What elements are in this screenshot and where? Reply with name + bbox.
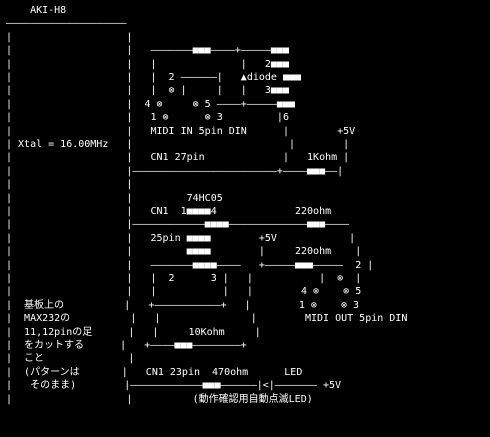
diagram-row: | 11,12pinの足 | | 10Kohm | (6, 326, 261, 338)
diagram-row: | |――――――――――――■■■■―――――――――――――■■■―――― (6, 219, 350, 231)
diagram-row: | 基板上の | +―――――――――――+ | 1 ⊗ ⊗ 3 (6, 299, 360, 311)
diagram-row: | をカットする | +――――■■■――――――――+ (6, 340, 247, 351)
diagram-row: | こと | (6, 353, 135, 365)
diagram-row: | | 4 ⊗ ⊗ 5 ――――+―――――■■■ (6, 98, 295, 110)
diagram-row: | そのまま) |――――――――――――■■■――――――|<|―――――――… (6, 380, 342, 392)
diagram-row: | | ■■■■ | 220ohm | (6, 246, 362, 258)
diagram-row: | MAX232の | | | MIDI OUT 5pin DIN (6, 313, 408, 325)
diagram-row: | | 74HC05 (6, 192, 223, 204)
diagram-row: | | | | | 4 ⊗ ⊗ 5 (6, 286, 362, 298)
diagram-row: | Xtal = 16.00MHz | | | (6, 139, 350, 150)
diagram-row: AKI-H8 (6, 5, 67, 16)
diagram-row: | | (6, 31, 133, 43)
diagram-row: | | 1 ⊗ ⊗ 3 |6 (6, 112, 289, 124)
diagram-row: | | (動作確認用自動点滅LED) (6, 393, 313, 405)
diagram-row: | | | | 2■■■ (6, 58, 289, 70)
diagram-row: | | ―――――――■■■■―――― +―――――■■■――――― 2 | (6, 259, 374, 271)
diagram-row: | | MIDI IN 5pin DIN | +5V (6, 125, 356, 137)
diagram-row: | | | 2 3 | | | ⊗ | (6, 273, 362, 284)
diagram-row: | | (6, 179, 133, 191)
diagram-row: | |――――――――――――――――――――――――+――――■■■――| (6, 165, 344, 177)
diagram-row: ―――――――――――――――――――― (6, 18, 127, 30)
diagram-row: | | | ⊗ | | | 3■■■ (6, 85, 289, 97)
diagram-row: | | 25pin ■■■■ +5V | (6, 232, 356, 244)
diagram-row: | | ―――――――■■■――――+―――――■■■ (6, 45, 289, 57)
diagram-row: | | | 2 ――――――| ▲diode ■■■ (6, 72, 302, 83)
diagram-row: | (パターンは | CN1 23pin 470ohm LED (6, 366, 303, 378)
diagram-row: | | CN1 27pin | 1Kohm | (6, 152, 350, 164)
diagram-row: | | CN1 1■■■■4 220ohm (6, 206, 332, 217)
